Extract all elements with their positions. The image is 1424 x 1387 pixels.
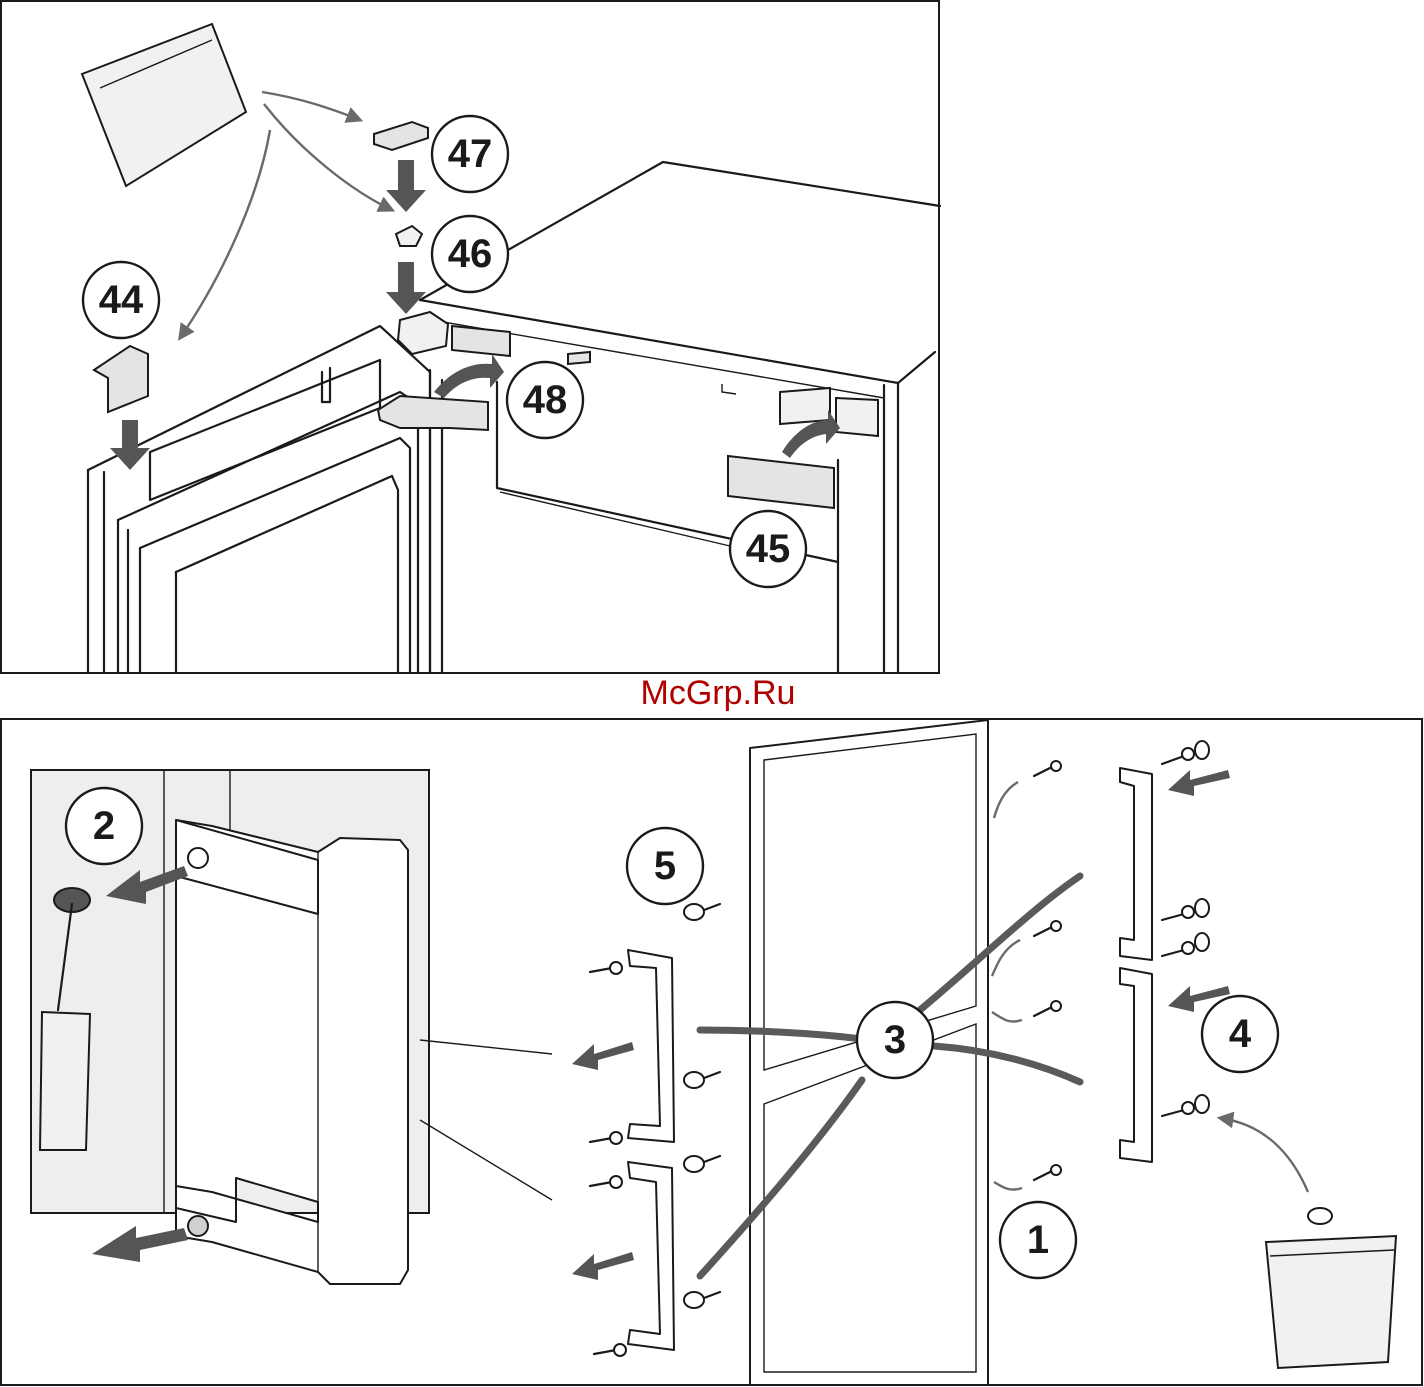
arrow-icon: [386, 160, 426, 212]
arrow-icon: [1168, 770, 1230, 796]
hinge-right: [780, 388, 830, 424]
callout-1: 1: [1000, 1202, 1076, 1278]
arrow-icon: [434, 354, 504, 398]
flow-arrow: [262, 92, 360, 120]
cap-icon: [684, 1072, 720, 1088]
arrow-icon: [572, 1252, 634, 1280]
screw-icon: [188, 848, 208, 868]
latch-tab: [568, 352, 590, 364]
screw-icon: [590, 1176, 622, 1188]
svg-text:4: 4: [1229, 1012, 1252, 1056]
callout-48: 48: [507, 362, 583, 438]
hinge-plate-right: [836, 398, 878, 436]
door-panel-inner-top: [176, 476, 398, 672]
svg-text:2: 2: [93, 804, 115, 848]
hinge-cover-48: [378, 396, 488, 430]
door-top-strip: [150, 360, 380, 500]
watermark: McGrp.Ru: [641, 674, 796, 712]
svg-text:48: 48: [523, 378, 568, 422]
flow-arrow: [994, 782, 1018, 818]
callout-5: 5: [627, 828, 703, 904]
svg-text:47: 47: [448, 132, 493, 176]
callout-2: 2: [66, 788, 142, 864]
cap-icon: [684, 904, 720, 920]
door-panel-top: [140, 438, 410, 672]
cap-icon: [684, 1292, 720, 1308]
hinge-plate: [452, 326, 510, 356]
screw-icon: [1162, 741, 1209, 764]
screw-icon: [1162, 899, 1209, 920]
callout-47: 47: [432, 116, 508, 192]
screw-icon: [1034, 1001, 1061, 1016]
screw-icon: [594, 1344, 626, 1356]
svg-text:44: 44: [99, 278, 144, 322]
flow-arrow: [180, 130, 270, 338]
bag-icon: [82, 24, 246, 186]
callout-3: 3: [857, 1002, 933, 1078]
callout-4: 4: [1202, 996, 1278, 1072]
flow-arrow: [264, 104, 392, 210]
svg-text:1: 1: [1027, 1218, 1049, 1262]
screw-icon: [1034, 921, 1061, 936]
handle-icon: [628, 1162, 674, 1350]
callout-46: 46: [432, 216, 508, 292]
door-slot: [322, 368, 330, 402]
hinge-bracket: [398, 312, 448, 354]
callout-45: 45: [730, 511, 806, 587]
latch-mark: [722, 384, 736, 394]
zoom-lines: [420, 1040, 552, 1200]
flow-arrow: [992, 1012, 1022, 1022]
arrow-icon: [572, 1042, 634, 1070]
flow-arrow: [994, 1182, 1022, 1190]
screw-icon: [1034, 761, 1061, 776]
arrow-icon: [110, 420, 150, 470]
screw-icon: [590, 962, 622, 974]
svg-text:45: 45: [746, 527, 791, 571]
screw-icon: [1034, 1165, 1061, 1180]
svg-text:3: 3: [884, 1018, 906, 1062]
callout-44: 44: [83, 262, 159, 338]
cover-45: [728, 456, 834, 508]
part-47: [374, 122, 428, 150]
cover-cap-44: [94, 346, 148, 412]
handle-icon: [1120, 968, 1152, 1162]
callout-45-leader: [500, 492, 730, 546]
handle-icon: [1120, 768, 1152, 960]
arrow-icon: [92, 1226, 188, 1262]
cap-icon: [684, 1156, 720, 1172]
cap-icon: [1308, 1208, 1332, 1224]
flow-arrow: [1220, 1118, 1308, 1192]
screw-icon: [188, 1216, 208, 1236]
svg-text:46: 46: [448, 232, 493, 276]
svg-text:5: 5: [654, 844, 676, 888]
screwdriver-icon: [40, 1012, 90, 1150]
screw-icon: [1162, 1095, 1209, 1116]
arrow-icon: [386, 262, 426, 314]
screw-icon: [1162, 933, 1209, 956]
part-46: [396, 226, 422, 246]
handle-icon: [628, 950, 674, 1142]
screw-icon: [590, 1132, 622, 1144]
